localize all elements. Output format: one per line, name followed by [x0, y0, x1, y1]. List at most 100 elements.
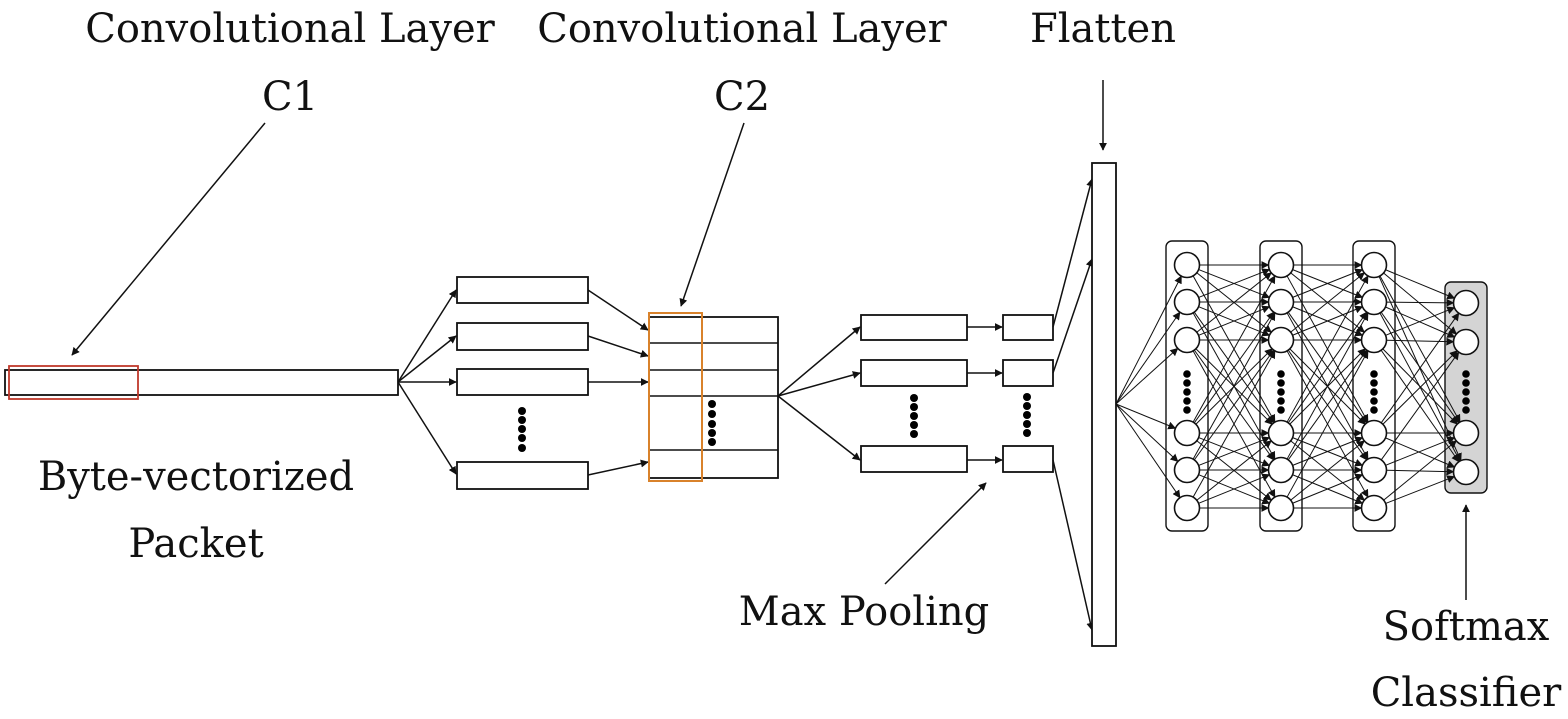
dense-neuron — [1360, 251, 1388, 279]
dense-edge — [1386, 298, 1455, 307]
dense-edge — [1198, 436, 1271, 466]
dense-edge — [1386, 337, 1455, 346]
dense-edge — [1287, 311, 1368, 424]
dense-edge — [1383, 272, 1458, 335]
neuron-ellipsis-dot — [1370, 397, 1378, 405]
dense-neuron — [1360, 419, 1388, 447]
dense-edge — [1292, 305, 1364, 336]
flatten-to-dense-edge — [1115, 403, 1181, 499]
dense-edge — [1196, 440, 1272, 501]
dense-edge — [1286, 275, 1369, 423]
c1-feature-map — [456, 461, 589, 490]
flatten-label: Flatten — [1030, 6, 1176, 52]
c1-pointer-arrow — [71, 122, 266, 356]
neuron-ellipsis-dot — [1183, 397, 1191, 405]
dense-neuron — [1173, 251, 1201, 279]
dense-edge — [1193, 311, 1275, 424]
dense-edge — [1383, 440, 1457, 501]
conv-output-map — [860, 359, 968, 387]
neuron-ellipsis-dot — [1277, 370, 1285, 378]
pooled-map — [1002, 359, 1054, 387]
max-pooling-pointer-arrow — [884, 482, 987, 585]
dense-edge — [1198, 268, 1271, 298]
neuron-ellipsis-dot — [1462, 379, 1470, 387]
dense-neuron — [1360, 326, 1388, 354]
dense-neuron — [1360, 456, 1388, 484]
c2-ellipsis-dots — [708, 400, 716, 446]
arrow-pool-to-flatten — [1052, 178, 1095, 328]
neuron-ellipsis-dot — [1277, 406, 1285, 414]
dense-edge — [1380, 351, 1460, 461]
dense-neuron — [1267, 326, 1295, 354]
input-label-line1: Byte-vectorized — [38, 454, 354, 500]
neuron-ellipsis-dot — [1462, 397, 1470, 405]
neuron-ellipsis-dot — [1277, 379, 1285, 387]
dense-edge — [1292, 268, 1364, 298]
dense-edge — [1286, 350, 1369, 498]
c1-feature-map — [456, 322, 589, 351]
neuron-ellipsis-dot — [1183, 379, 1191, 387]
softmax-neuron — [1452, 458, 1480, 486]
dense-edge — [1192, 275, 1276, 423]
softmax-label-line1: Softmax — [1383, 604, 1550, 650]
arrow-c2-to-output — [777, 326, 861, 397]
softmax-neuron — [1452, 289, 1480, 317]
dense-edge — [1385, 436, 1456, 466]
neuron-ellipsis-dot — [1370, 370, 1378, 378]
dense-edge — [1193, 349, 1275, 461]
flatten-vector — [1091, 162, 1117, 647]
dense-edge — [1196, 272, 1272, 333]
neuron-ellipsis-dot — [1370, 388, 1378, 396]
dense-edge — [1292, 473, 1364, 504]
pooled-map — [1002, 314, 1054, 341]
c1-feature-map — [456, 276, 589, 304]
dense-edge — [1379, 275, 1461, 423]
dense-neuron — [1360, 288, 1388, 316]
dense-neuron — [1267, 456, 1295, 484]
neuron-ellipsis-dot — [1462, 370, 1470, 378]
dense-neuron — [1267, 419, 1295, 447]
c2-pointer-arrow — [679, 122, 745, 307]
dense-neuron — [1360, 494, 1388, 522]
neuron-ellipsis-dot — [1370, 406, 1378, 414]
dense-edge — [1290, 272, 1365, 333]
dense-edge — [1380, 312, 1460, 424]
dense-neuron — [1173, 288, 1201, 316]
dense-neuron — [1267, 288, 1295, 316]
conv1-name-label: C1 — [262, 74, 318, 120]
dense-neuron — [1173, 456, 1201, 484]
max-pooling-label: Max Pooling — [739, 589, 990, 635]
flatten-to-dense-edge — [1115, 403, 1179, 463]
dense-neurons — [1173, 251, 1480, 522]
softmax-label-line2: Classifier — [1371, 670, 1562, 716]
softmax-neuron — [1452, 419, 1480, 447]
dense-edge — [1287, 349, 1368, 461]
input-packet-vector — [4, 369, 399, 396]
dense-edge — [1286, 312, 1369, 460]
conv-output-map — [860, 314, 968, 341]
neuron-ellipsis-dot — [1462, 388, 1470, 396]
neuron-ellipsis-dot — [1183, 406, 1191, 414]
arrow-input-to-c1-map2 — [397, 335, 457, 383]
c1-kernel-highlight — [8, 365, 139, 400]
flatten-to-dense-edge — [1115, 347, 1179, 405]
dense-edge — [1382, 350, 1458, 425]
arrow-input-to-c1-mapn — [397, 381, 457, 475]
neuron-ellipsis-dot — [1183, 388, 1191, 396]
c2-kernel-highlight — [648, 312, 703, 482]
neuron-ellipsis-dot — [1370, 379, 1378, 387]
conv-output-map — [860, 445, 968, 473]
dense-edge — [1192, 350, 1276, 498]
neuron-ellipsis-dot — [1277, 388, 1285, 396]
input-label-line2: Packet — [128, 521, 263, 567]
arrow-c1-to-c2 — [587, 335, 649, 358]
dense-edge — [1385, 269, 1456, 300]
dense-edge — [1385, 475, 1456, 504]
c1-ellipsis-dots — [518, 407, 526, 452]
c1-feature-map — [456, 368, 589, 396]
arrow-pool-to-flatten — [1052, 258, 1094, 374]
dense-edge — [1385, 437, 1456, 468]
neuron-ellipsis-dot — [1277, 397, 1285, 405]
flatten-to-dense-edge — [1115, 275, 1182, 405]
softmax-neuron — [1452, 328, 1480, 356]
